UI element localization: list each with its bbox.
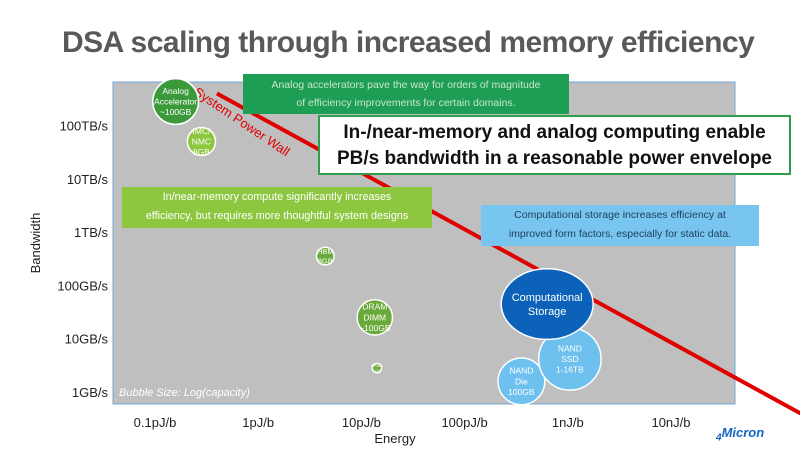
near-memory-compute-note: In/near-memory compute significantly inc… xyxy=(122,187,432,228)
x-tick-label: 10nJ/b xyxy=(651,415,690,430)
imc-note-line-2: efficiency, but requires more thoughtful… xyxy=(145,210,409,222)
bubble-label: ~100GB xyxy=(160,107,192,117)
callout-line-2: PB/s bandwidth in a reasonable power env… xyxy=(337,148,772,169)
bubble-label: DRAM xyxy=(371,363,383,368)
y-tick-label: 100GB/s xyxy=(57,278,108,293)
bubble-label: 8GB xyxy=(318,256,333,265)
bubble-label: Die xyxy=(515,376,528,386)
bubble-label: ~100GB xyxy=(359,323,391,333)
callout-line-1: In-/near-memory and analog computing ena… xyxy=(343,122,766,143)
bubble-label: HBM xyxy=(317,247,334,256)
bubble-label: 1GB xyxy=(373,368,381,373)
bubble-4 xyxy=(371,362,383,374)
bubble-1 xyxy=(186,126,217,157)
y-tick-label: 10GB/s xyxy=(65,332,109,347)
bubble-label: SSD xyxy=(561,354,578,364)
y-axis-label: Bandwidth xyxy=(28,213,43,274)
bubble-label: DIMM xyxy=(363,312,386,322)
page-title: DSA scaling through increased memory eff… xyxy=(62,26,755,59)
y-tick-label: 1GB/s xyxy=(72,385,109,400)
bubble-label: NAND xyxy=(558,343,582,353)
y-tick-label: 10TB/s xyxy=(67,172,109,187)
bubble-label: 100GB xyxy=(508,387,535,397)
computational-storage-note: Computational storage increases efficien… xyxy=(481,205,759,246)
bubble-label: Analog xyxy=(162,86,189,96)
bubble-label: IMC/ xyxy=(192,126,211,136)
bubble-0 xyxy=(152,77,200,126)
bubble-7 xyxy=(500,267,594,341)
bubble-label: NMC xyxy=(192,136,211,146)
storage-note-line-1: Computational storage increases efficien… xyxy=(514,209,726,221)
imc-note-line-1: In/near-memory compute significantly inc… xyxy=(162,191,392,203)
x-tick-label: 1nJ/b xyxy=(552,415,584,430)
micron-logo: 4Micron xyxy=(716,425,765,444)
x-tick-label: 0.1pJ/b xyxy=(134,415,177,430)
logo-text: Micron xyxy=(721,425,765,440)
x-tick-label: 100pJ/b xyxy=(441,415,487,430)
bubble-label: Storage xyxy=(528,306,567,318)
system-power-wall-line xyxy=(215,91,800,416)
bubble-label: Accelerator xyxy=(154,96,197,106)
analog-note-line-2: of efficiency improvements for certain d… xyxy=(296,97,516,109)
bubble-label: DRAM xyxy=(362,302,387,312)
bubble-label: Computational xyxy=(512,292,583,304)
analog-note-line-1: Analog accelerators pave the way for ord… xyxy=(271,79,541,91)
bubble-2 xyxy=(315,246,335,266)
bubble-3 xyxy=(356,298,394,336)
bubble-label: 8GB xyxy=(193,147,210,157)
headline-callout: In-/near-memory and analog computing ena… xyxy=(318,115,791,175)
bubble-5 xyxy=(497,357,546,406)
storage-note-line-2: improved form factors, especially for st… xyxy=(508,228,732,240)
bubble-label: NAND xyxy=(509,366,533,376)
analog-accelerator-note: Analog accelerators pave the way for ord… xyxy=(243,74,569,114)
x-tick-label: 1pJ/b xyxy=(242,415,274,430)
x-tick-label: 10pJ/b xyxy=(342,415,381,430)
bubble-size-legend: Bubble Size: Log(capacity) xyxy=(119,387,250,399)
y-tick-label: 1TB/s xyxy=(74,225,108,240)
bubble-label: 1-16TB xyxy=(556,365,584,375)
x-axis-label: Energy xyxy=(374,431,416,446)
y-tick-label: 100TB/s xyxy=(60,119,109,134)
